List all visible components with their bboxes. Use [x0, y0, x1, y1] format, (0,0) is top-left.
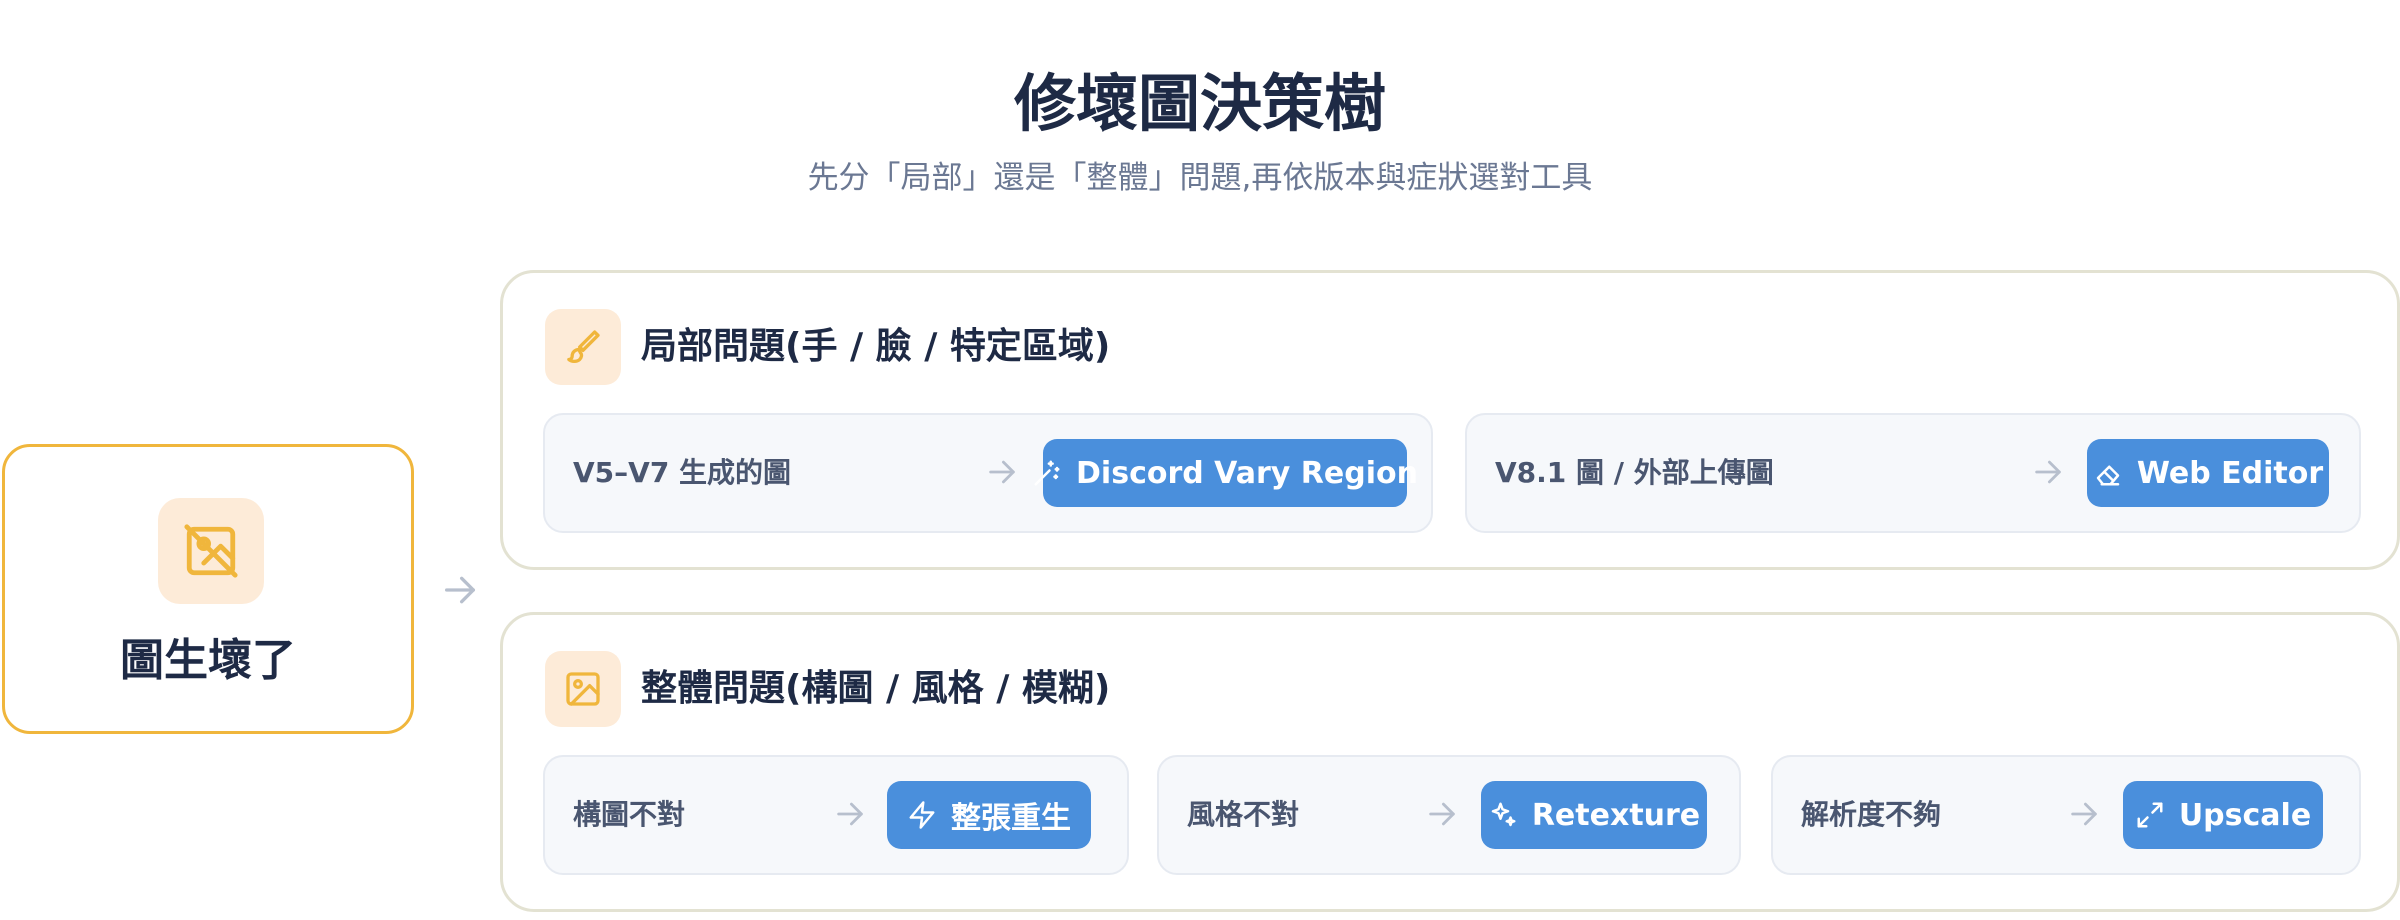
magic-wand-icon [1034, 460, 1060, 486]
tool-label: 整張重生 [951, 801, 1071, 836]
row-condition: 構圖不對 [573, 798, 686, 831]
discord-vary-region-button[interactable]: Discord Vary Region [1034, 439, 1418, 507]
row-condition: V5–V7 生成的圖 [573, 456, 792, 489]
expand-icon [2137, 802, 2163, 828]
local-problem-panel: 局部問題(手 / 臉 / 特定區域) V5–V7 生成的圖 Discord Va… [500, 270, 2400, 570]
global-row-style: 風格不對 Retexture [1157, 755, 1741, 875]
global-row-resolution: 解析度不夠 Upscale [1771, 755, 2361, 875]
row-condition: 解析度不夠 [1801, 798, 1942, 831]
local-row-v5-v7: V5–V7 生成的圖 Discord Vary Region [543, 413, 1433, 533]
arrow-right-icon [445, 576, 475, 604]
retexture-button[interactable]: Retexture [1481, 781, 1707, 849]
arrow-right-icon [837, 802, 863, 826]
root-label: 圖生壞了 [120, 635, 296, 686]
tool-label: Discord Vary Region [1076, 455, 1418, 491]
regenerate-button[interactable]: 整張重生 [887, 781, 1091, 849]
image-icon [545, 651, 621, 727]
page-title: 修壞圖決策樹 [1013, 67, 1386, 140]
lightning-icon [909, 801, 935, 829]
local-panel-title: 局部問題(手 / 臉 / 特定區域) [641, 326, 1111, 367]
arrow-right-icon [2035, 460, 2061, 484]
arrow-right-icon [989, 460, 1015, 484]
web-editor-button[interactable]: Web Editor [2087, 439, 2329, 507]
sparkles-icon [1491, 802, 1516, 827]
global-problem-panel: 整體問題(構圖 / 風格 / 模糊) 構圖不對 整張重生 風格不對 Retext… [500, 612, 2400, 912]
global-row-composition: 構圖不對 整張重生 [543, 755, 1129, 875]
eraser-icon [2096, 465, 2120, 486]
page-subtitle: 先分「局部」還是「整體」問題,再依版本與症狀選對工具 [807, 160, 1593, 196]
local-row-v8: V8.1 圖 / 外部上傳圖 Web Editor [1465, 413, 2361, 533]
tool-label: Upscale [2178, 797, 2312, 833]
arrow-right-icon [2071, 802, 2097, 826]
row-condition: 風格不對 [1187, 798, 1300, 831]
tool-label: Retexture [1531, 797, 1701, 833]
row-condition: V8.1 圖 / 外部上傳圖 [1495, 456, 1774, 489]
arrow-right-icon [1429, 802, 1455, 826]
image-off-icon [158, 498, 264, 604]
tool-label: Web Editor [2136, 455, 2324, 491]
root-node: 圖生壞了 [2, 444, 414, 734]
paintbrush-icon [545, 309, 621, 385]
upscale-button[interactable]: Upscale [2123, 781, 2323, 849]
global-panel-title: 整體問題(構圖 / 風格 / 模糊) [641, 668, 1111, 709]
